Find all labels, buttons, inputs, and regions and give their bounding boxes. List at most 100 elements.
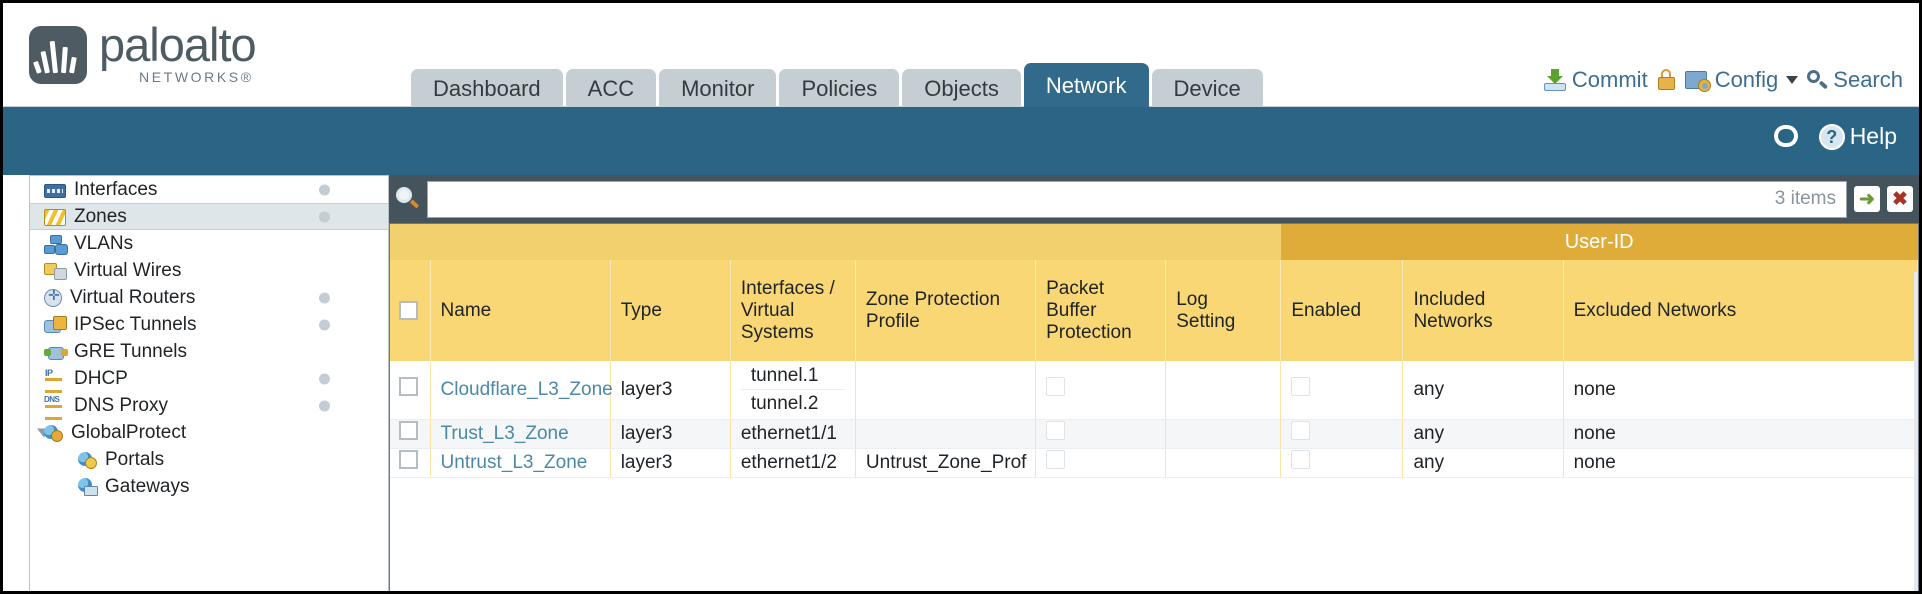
sidebar-item-portals[interactable]: Portals <box>30 446 388 473</box>
status-dot <box>319 400 330 411</box>
userid-enabled-checkbox[interactable] <box>1291 450 1311 469</box>
content-pane: 3 items ➜ ✖ <box>389 175 1919 591</box>
tab-policies[interactable]: Policies <box>779 69 900 109</box>
paloalto-logo-icon <box>29 26 87 84</box>
column-header-excluded-networks[interactable]: Excluded Networks <box>1563 260 1918 361</box>
cell-userid-enabled <box>1280 448 1404 478</box>
sidebar-item-virtual-wires[interactable]: Virtual Wires <box>30 257 388 284</box>
sidebar-item-gre-tunnels[interactable]: GRE Tunnels <box>30 338 388 365</box>
vertical-scrollbar[interactable] <box>1914 272 1918 591</box>
cell-name: Cloudflare_L3_Zone <box>430 361 613 420</box>
ipsec-tunnels-icon <box>44 315 67 334</box>
help-label: Help <box>1849 123 1897 149</box>
packet-buffer-protection-checkbox[interactable] <box>1046 377 1066 397</box>
sidebar-item-dns-proxy[interactable]: DNS Proxy <box>30 392 388 420</box>
cell-interfaces: ethernet1/2 <box>730 448 856 478</box>
tab-dashboard[interactable]: Dashboard <box>411 69 563 109</box>
search-button[interactable]: Search <box>1807 67 1903 93</box>
sidebar-item-label: DHCP <box>74 367 128 389</box>
column-header-log-setting[interactable]: Log Setting <box>1165 260 1282 361</box>
sidebar-item-label: Interfaces <box>74 178 158 200</box>
config-label: Config <box>1714 67 1779 92</box>
packet-buffer-protection-checkbox[interactable] <box>1046 421 1066 440</box>
cell-name: Trust_L3_Zone <box>430 419 611 449</box>
tab-network[interactable]: Network <box>1023 63 1149 109</box>
row-select-cell <box>390 361 431 420</box>
cell-userid-enabled <box>1280 361 1404 420</box>
sidebar-item-gateways[interactable]: Gateways <box>30 473 388 500</box>
lock-icon <box>1657 69 1676 91</box>
refresh-icon[interactable] <box>1773 124 1801 149</box>
main-nav-tabs: Dashboard ACC Monitor Policies Objects N… <box>411 63 1263 109</box>
cell-type: layer3 <box>610 448 731 478</box>
filter-bar: 3 items ➜ ✖ <box>389 175 1919 223</box>
search-magnifier-icon[interactable] <box>393 185 423 213</box>
zone-name-link[interactable]: Trust_L3_Zone <box>440 422 569 444</box>
sidebar-item-label: IPSec Tunnels <box>74 313 197 335</box>
search-icon <box>1807 69 1829 91</box>
cell-log-setting <box>1165 419 1282 449</box>
clear-x-icon[interactable]: ✖ <box>1887 186 1913 212</box>
column-header-type[interactable]: Type <box>610 260 731 361</box>
item-count-label: 3 items <box>1774 188 1836 209</box>
table-row[interactable]: Trust_L3_Zone layer3 ethernet1/1 any <box>390 419 1918 449</box>
zone-name-link[interactable]: Cloudflare_L3_Zone <box>440 378 613 400</box>
column-header-interfaces[interactable]: Interfaces / Virtual Systems <box>730 260 856 361</box>
commit-button[interactable]: Commit <box>1543 67 1648 93</box>
sidebar-item-dhcp[interactable]: DHCP <box>30 365 388 393</box>
userid-enabled-checkbox[interactable] <box>1291 377 1311 397</box>
zone-name-link[interactable]: Untrust_L3_Zone <box>440 451 588 473</box>
tab-objects[interactable]: Objects <box>902 69 1021 109</box>
row-checkbox[interactable] <box>399 450 418 469</box>
sidebar-item-label: Virtual Routers <box>70 286 196 308</box>
table-body: Cloudflare_L3_Zone layer3 tunnel.1 tunne… <box>390 361 1918 478</box>
table-row[interactable]: Untrust_L3_Zone layer3 ethernet1/2 Untru… <box>390 448 1918 478</box>
cell-included-networks: any <box>1402 361 1564 420</box>
sidebar-item-label: Gateways <box>105 475 190 497</box>
cell-type: layer3 <box>610 419 731 449</box>
sidebar-item-virtual-routers[interactable]: Virtual Routers <box>30 284 388 311</box>
row-checkbox[interactable] <box>399 421 418 440</box>
sidebar-nav: Interfaces Zones VLANs Virtual Wires Vir… <box>29 175 389 591</box>
virtual-routers-icon <box>44 287 62 307</box>
select-all-checkbox[interactable] <box>399 300 418 320</box>
column-header-name[interactable]: Name <box>430 260 611 361</box>
search-input[interactable]: 3 items <box>427 180 1847 218</box>
cell-excluded-networks: none <box>1563 361 1918 420</box>
column-header-packet-buffer-protection[interactable]: Packet Buffer Protection <box>1035 260 1167 361</box>
brand-logo[interactable]: paloalto NETWORKS® <box>29 21 257 84</box>
sub-toolbar-actions: ? Help <box>1773 123 1897 150</box>
tab-acc[interactable]: ACC <box>565 69 657 109</box>
packet-buffer-protection-checkbox[interactable] <box>1046 450 1066 469</box>
column-header-included-networks[interactable]: Included Networks <box>1402 260 1564 361</box>
sidebar-item-vlans[interactable]: VLANs <box>30 230 388 257</box>
cell-interfaces: tunnel.1 tunnel.2 <box>730 361 856 420</box>
column-header-enabled[interactable]: Enabled <box>1280 260 1404 361</box>
table-row[interactable]: Cloudflare_L3_Zone layer3 tunnel.1 tunne… <box>390 361 1918 420</box>
sidebar-item-ipsec-tunnels[interactable]: IPSec Tunnels <box>30 311 388 338</box>
sidebar-item-label: DNS Proxy <box>74 394 168 416</box>
tab-device[interactable]: Device <box>1151 69 1263 109</box>
config-menu[interactable]: Config <box>1684 67 1799 93</box>
sidebar-item-zones[interactable]: Zones <box>30 203 388 230</box>
gateways-icon <box>78 477 98 496</box>
virtual-wires-icon <box>44 262 67 280</box>
column-header-zone-protection-profile[interactable]: Zone Protection Profile <box>855 260 1037 361</box>
cell-zone-protection-profile <box>855 419 1037 449</box>
sidebar-item-interfaces[interactable]: Interfaces <box>30 176 388 203</box>
userid-enabled-checkbox[interactable] <box>1291 421 1311 440</box>
cell-packet-buffer-protection <box>1035 361 1167 420</box>
table-group-header-row: User-ID <box>390 224 1918 260</box>
tab-monitor[interactable]: Monitor <box>659 69 777 109</box>
row-checkbox[interactable] <box>399 377 418 397</box>
help-button[interactable]: ? Help <box>1818 123 1897 150</box>
top-bar: paloalto NETWORKS® Dashboard ACC Monitor… <box>3 3 1919 109</box>
zones-table-container: User-ID Name Type Interfaces / Virtual S… <box>389 223 1919 591</box>
apply-arrow-icon[interactable]: ➜ <box>1854 186 1880 212</box>
interface-entry: tunnel.1 <box>740 362 845 390</box>
cell-name: Untrust_L3_Zone <box>430 448 611 478</box>
sidebar-item-globalprotect[interactable]: GlobalProtect <box>30 419 388 446</box>
lock-button[interactable] <box>1657 69 1676 91</box>
cell-type: layer3 <box>610 361 731 420</box>
